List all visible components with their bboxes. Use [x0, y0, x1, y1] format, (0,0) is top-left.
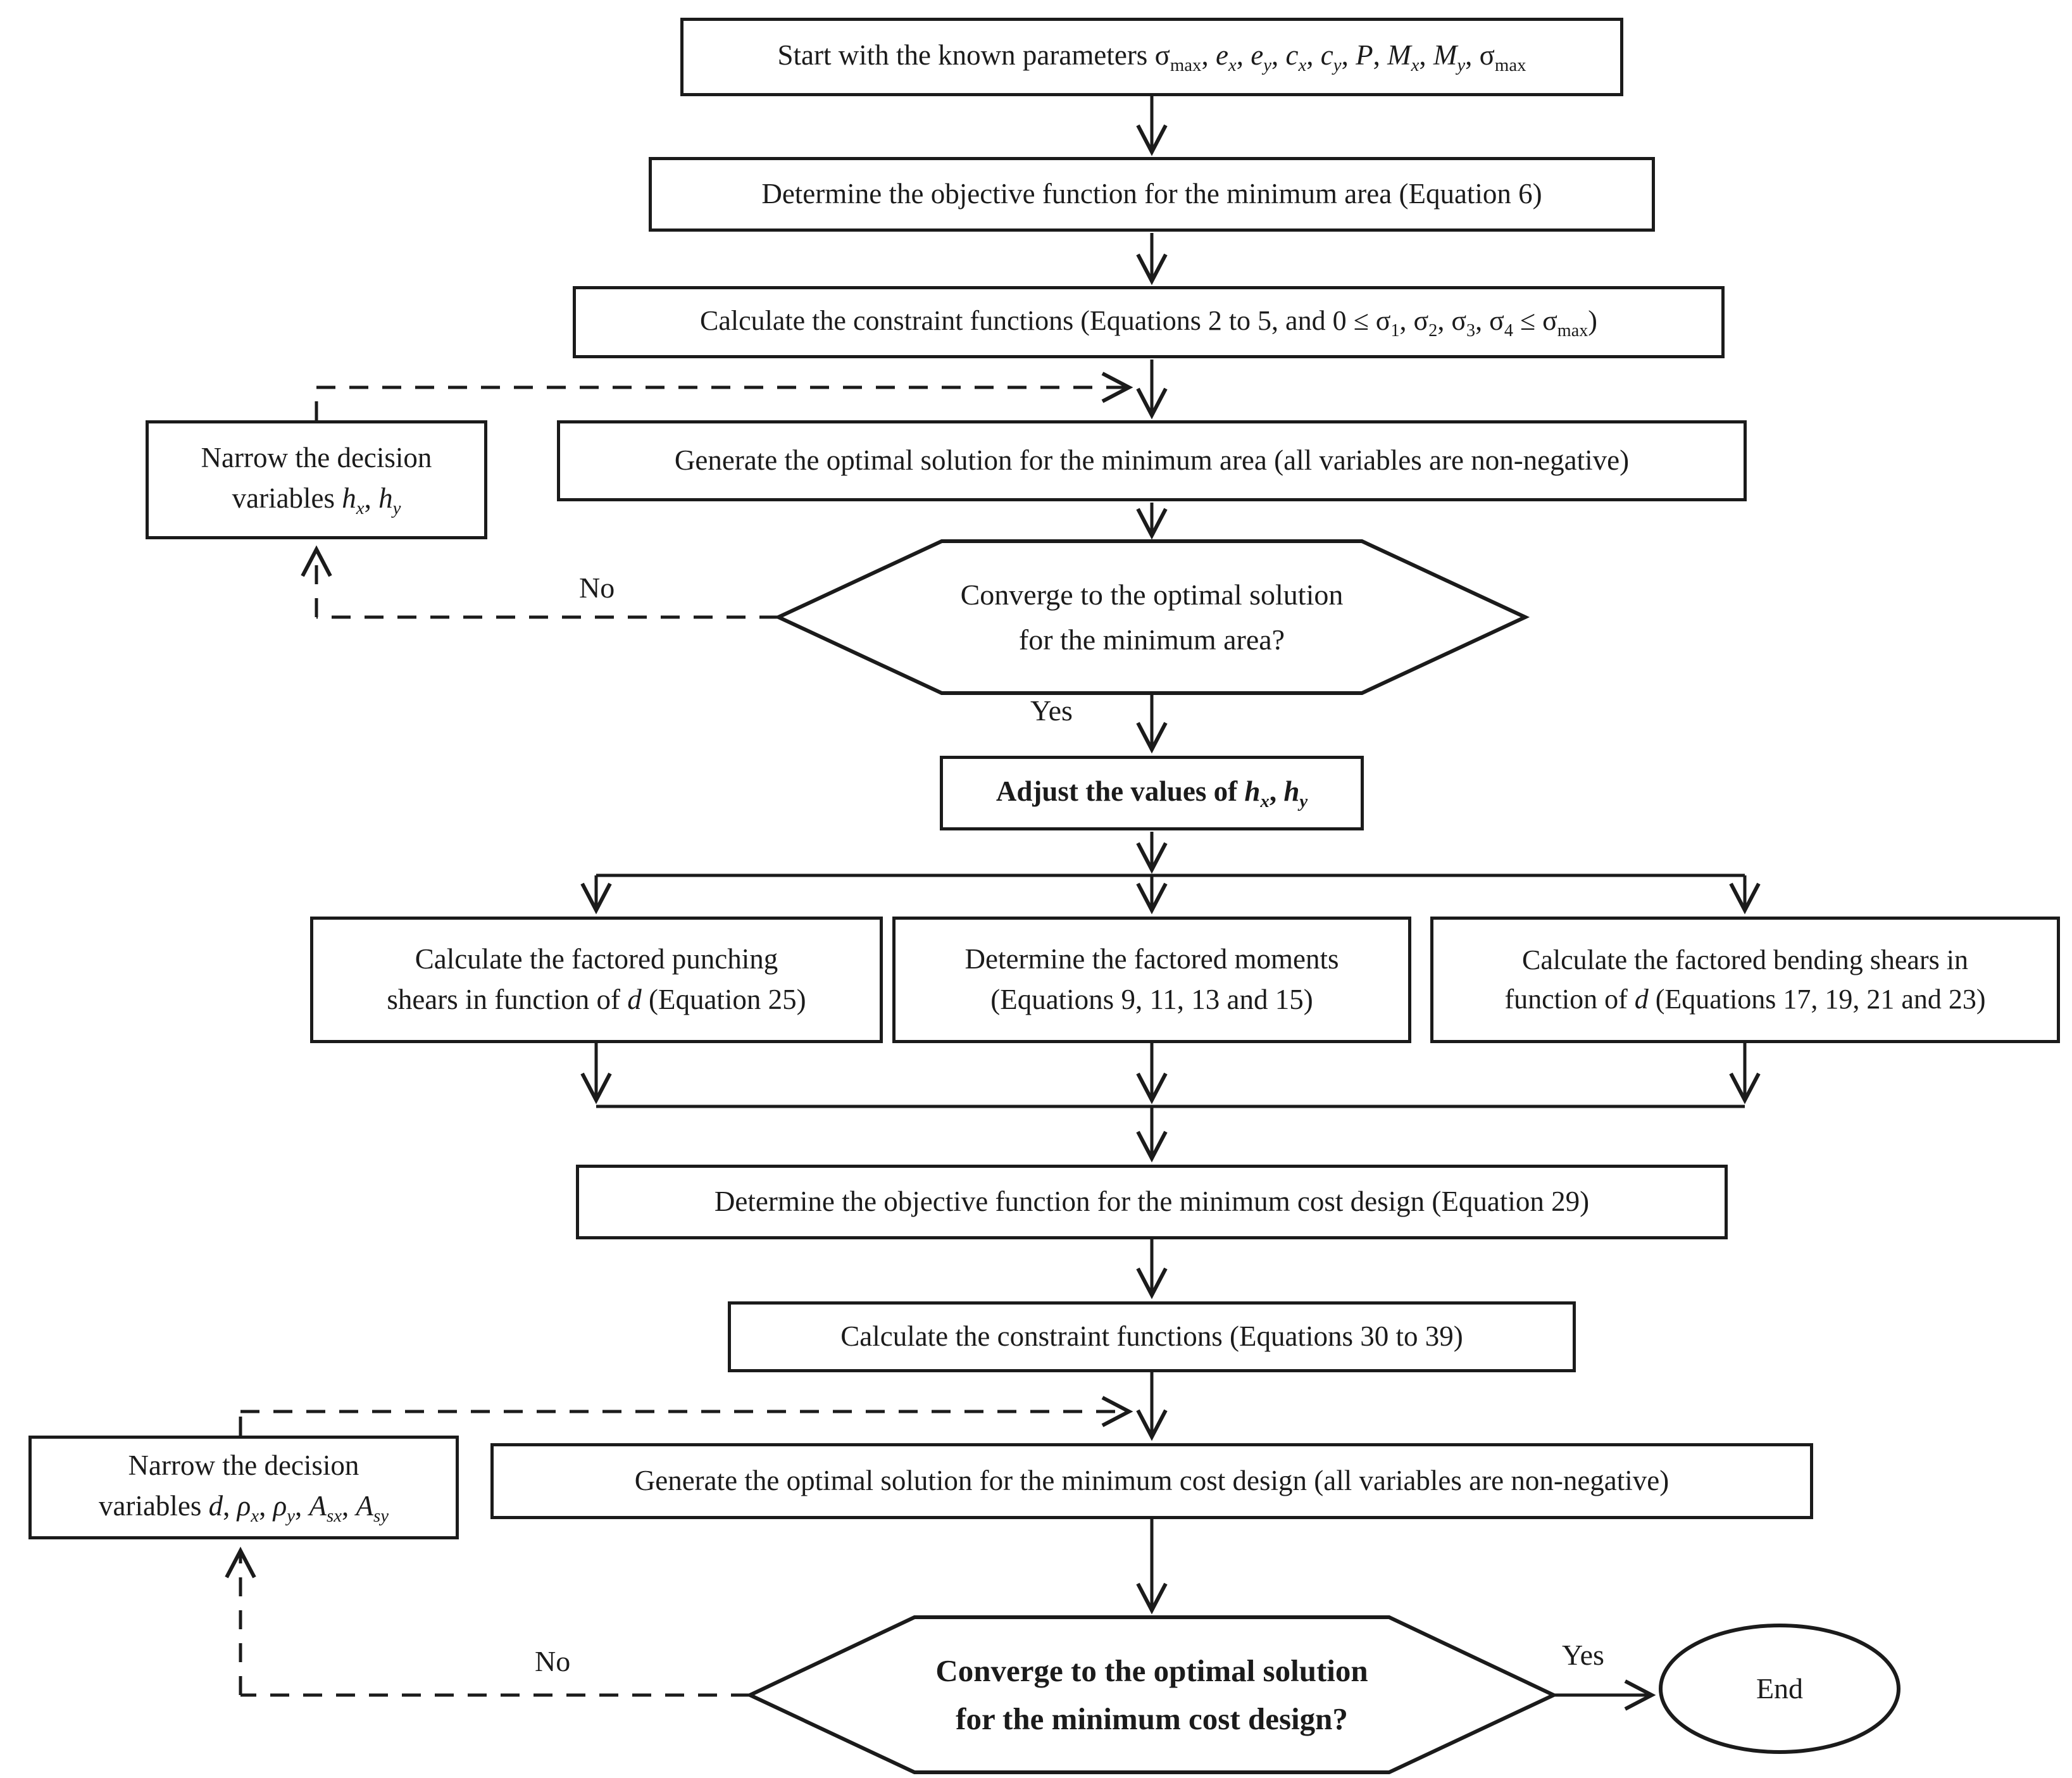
node-end: End [1661, 1625, 1899, 1752]
node-bending: Calculate the factored bending shears in… [1430, 917, 2060, 1043]
node-adjust-text: Adjust the values of hx, hy [995, 775, 1308, 812]
node-bending-text: Calculate the factored bending shears in… [1504, 944, 1986, 1015]
node-generate-area: Generate the optimal solution for the mi… [557, 420, 1747, 501]
node-moments-text: Determine the factored moments(Equations… [964, 943, 1339, 1015]
node-adjust: Adjust the values of hx, hy [940, 756, 1364, 830]
node-constraints-area: Calculate the constraint functions (Equa… [573, 286, 1725, 358]
node-generate-cost-text: Generate the optimal solution for the mi… [634, 1465, 1669, 1497]
label-no-area: No [579, 572, 615, 604]
label-no-cost: No [535, 1645, 571, 1677]
node-objective-cost: Determine the objective function for the… [576, 1165, 1728, 1239]
label-yes-cost: Yes [1562, 1639, 1604, 1671]
node-constraints-cost: Calculate the constraint functions (Equa… [728, 1301, 1576, 1372]
node-constraints-cost-text: Calculate the constraint functions (Equa… [840, 1320, 1463, 1353]
end-ellipse [1659, 1624, 1900, 1754]
node-start: Start with the known parameters σmax, ex… [680, 18, 1623, 96]
node-objective-area: Determine the objective function for the… [649, 157, 1655, 232]
node-end-text: End [1756, 1672, 1804, 1705]
hexagon-converge-area [773, 539, 1530, 695]
node-start-text: Start with the known parameters σmax, ex… [777, 39, 1526, 76]
hexagon-converge-cost [745, 1615, 1559, 1774]
node-constraints-area-text: Calculate the constraint functions (Equa… [700, 304, 1597, 341]
node-generate-area-text: Generate the optimal solution for the mi… [674, 444, 1630, 477]
label-yes-area: Yes [1030, 694, 1073, 727]
node-moments: Determine the factored moments(Equations… [892, 917, 1411, 1043]
node-objective-cost-text: Determine the objective function for the… [714, 1186, 1590, 1218]
node-generate-cost: Generate the optimal solution for the mi… [490, 1443, 1813, 1519]
node-objective-area-text: Determine the objective function for the… [761, 178, 1542, 210]
